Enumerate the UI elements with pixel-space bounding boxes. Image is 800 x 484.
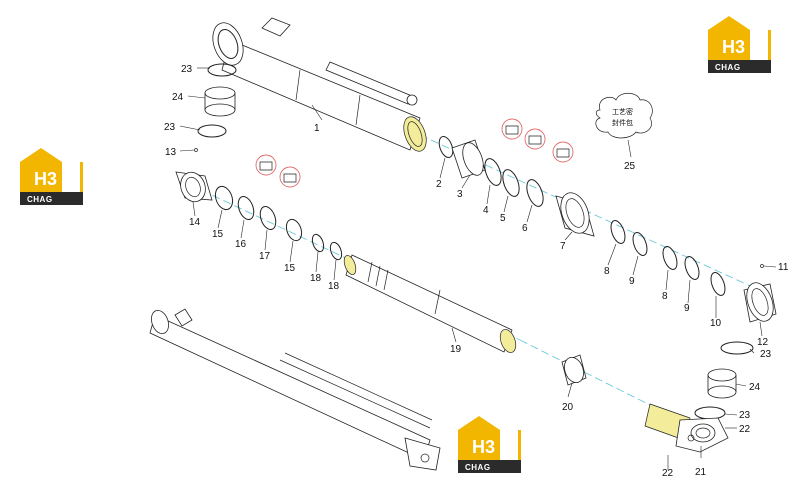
callout-16: 16 (235, 239, 247, 250)
callout-15-right: 15 (284, 263, 296, 274)
logo-mark-text: H3 (34, 169, 57, 189)
callout-24-left: 24 (172, 92, 184, 103)
callout-8-lower: 8 (662, 291, 668, 302)
callout-4: 4 (483, 205, 489, 216)
brand-logo-top-right: H3 CHAG (708, 16, 771, 73)
callout-25: 25 (624, 161, 636, 172)
part-piston-nut (561, 354, 587, 386)
callout-20: 20 (562, 402, 574, 413)
callout-15-left: 15 (212, 229, 224, 240)
logo-mark-text: H3 (472, 437, 495, 457)
part-piston-rod (343, 254, 517, 353)
callout-12: 12 (757, 337, 769, 348)
callout-19: 19 (450, 344, 462, 355)
part-seal-set-upper (438, 118, 595, 237)
callout-23-left: 23 (164, 122, 176, 133)
callout-23-right-lower: 23 (739, 410, 751, 421)
callout-8-upper: 8 (604, 266, 610, 277)
brand-logo-left: H3 CHAG (20, 148, 83, 205)
callout-10: 10 (710, 318, 722, 329)
brand-logo-bottom: H3 CHAG (458, 416, 521, 473)
part-assembled-cylinder (149, 308, 441, 471)
part-ring-set-right (610, 220, 777, 323)
callout-6: 6 (522, 223, 528, 234)
callout-23-right-upper: 23 (760, 349, 772, 360)
callout-1: 1 (314, 123, 320, 134)
part-rod-eye (644, 341, 754, 453)
part-cylinder-barrel (212, 17, 427, 152)
callout-22-bottom: 22 (662, 468, 674, 479)
callout-3: 3 (457, 189, 463, 200)
callout-23-top: 23 (181, 64, 193, 75)
part-bushing-left (197, 63, 237, 138)
callout-2: 2 (436, 179, 442, 190)
seal-package-line2: 封件包 (612, 118, 633, 127)
callout-18-right: 18 (328, 281, 340, 292)
logo-name-text: CHAG (465, 463, 491, 472)
logo-mark-text: H3 (722, 37, 745, 57)
callout-5: 5 (500, 213, 506, 224)
callout-21: 21 (695, 467, 707, 478)
callout-9-lower: 9 (684, 303, 690, 314)
callout-leader-lines (179, 67, 777, 470)
callout-24-right: 24 (749, 382, 761, 393)
axis-line-lower (519, 339, 701, 431)
callout-7: 7 (560, 241, 566, 252)
logo-name-text: CHAG (27, 195, 53, 204)
callout-13: 13 (165, 147, 177, 158)
callout-14: 14 (189, 217, 201, 228)
callout-22-right: 22 (739, 424, 751, 435)
callout-18-left: 18 (310, 273, 322, 284)
logo-name-text: CHAG (715, 63, 741, 72)
seal-package-cloud: 工艺密 封件包 (595, 92, 653, 139)
callout-9-upper: 9 (629, 276, 635, 287)
callout-labels: 1 2 3 4 5 6 7 8 9 8 9 10 11 12 13 14 15 … (164, 64, 789, 479)
callout-11: 11 (778, 262, 789, 273)
callout-17: 17 (259, 251, 271, 262)
part-seal-set-left (175, 148, 343, 261)
seal-package-line1: 工艺密 (612, 107, 633, 116)
